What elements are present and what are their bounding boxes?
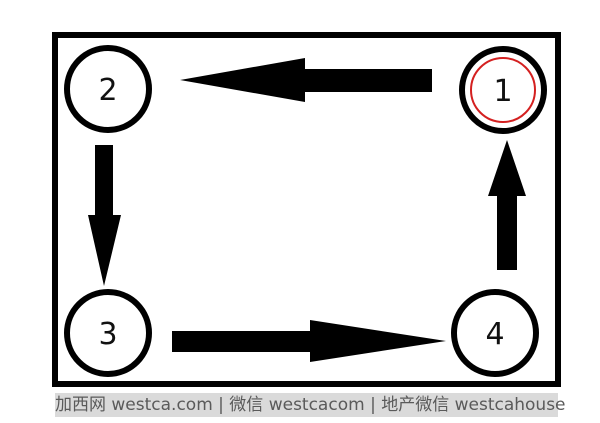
node-1-label: 1 (493, 74, 512, 109)
watermark: 加西网 westca.com | 微信 westcacom | 地产微信 wes… (55, 393, 566, 417)
frame (52, 32, 561, 387)
node-2-label: 2 (98, 73, 117, 108)
arrow-4-to-1 (488, 140, 526, 270)
node-2: 2 (64, 45, 152, 133)
node-4: 4 (451, 289, 539, 377)
node-1: 1 (459, 46, 547, 134)
node-3-label: 3 (98, 317, 117, 352)
highlight-ring (470, 57, 536, 123)
node-4-label: 4 (485, 317, 504, 352)
node-3: 3 (64, 289, 152, 377)
arrow-2-to-3 (88, 145, 121, 286)
arrow-1-to-2 (180, 58, 432, 102)
arrow-3-to-4 (172, 320, 446, 362)
